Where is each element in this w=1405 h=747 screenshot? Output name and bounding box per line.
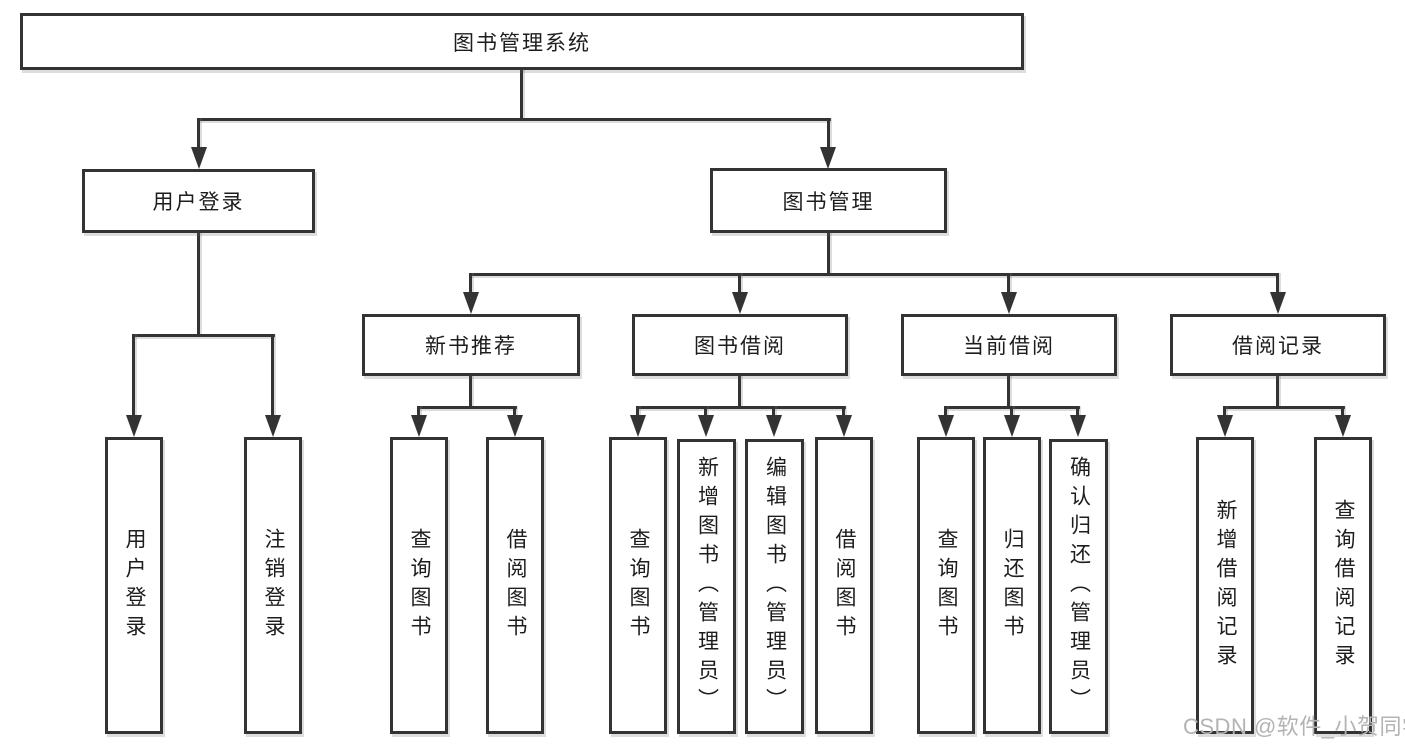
arrowhead-down-icon — [463, 292, 479, 314]
leaf-newbook-borrow-books: 借阅图书 — [486, 437, 544, 734]
arrowhead-down-icon — [126, 415, 142, 437]
arrowhead-down-icon — [938, 415, 954, 437]
arrowhead-down-icon — [1004, 415, 1020, 437]
arrowhead-down-icon — [1335, 415, 1351, 437]
connector-leaf-line — [944, 406, 947, 418]
node-user-login: 用户登录 — [82, 169, 315, 233]
leaf-borrow-add-books-admin: 新增图书（管理员） — [677, 439, 736, 734]
connector-level2-bar — [197, 118, 831, 121]
node-book-management: 图书管理 — [710, 168, 947, 233]
connector-to-leaf-logout — [271, 334, 274, 417]
connector-leaf-line — [1341, 406, 1344, 418]
arrowhead-down-icon — [1070, 415, 1086, 437]
arrowhead-down-icon — [698, 415, 714, 437]
leaf-logout: 注销登录 — [244, 437, 302, 734]
connector-to-new-book-recommend — [469, 273, 472, 294]
connector-borrow-leaf-bar — [636, 406, 846, 409]
leaf-current-return-books: 归还图书 — [983, 437, 1041, 734]
node-new-book-recommend: 新书推荐 — [362, 314, 580, 376]
arrowhead-down-icon — [732, 292, 748, 314]
connector-new-book-recommend-stem — [469, 376, 472, 409]
connector-borrow-records-stem — [1276, 376, 1279, 409]
leaf-newbook-query-books: 查询图书 — [390, 437, 448, 734]
arrowhead-down-icon — [411, 415, 427, 437]
leaf-records-add-record: 新增借阅记录 — [1196, 437, 1254, 734]
connector-newbook-leaf-bar — [417, 406, 517, 409]
connector-to-current-borrow — [1007, 273, 1010, 294]
connector-level3-bar — [469, 273, 1279, 276]
leaf-borrow-query-books: 查询图书 — [609, 437, 667, 734]
node-book-borrow: 图书借阅 — [632, 314, 848, 376]
arrowhead-down-icon — [766, 415, 782, 437]
connector-leaf-line — [842, 406, 845, 418]
leaf-current-confirm-return-admin: 确认归还（管理员） — [1049, 439, 1108, 734]
csdn-watermark: CSDN @软件_小贺同学 — [1183, 714, 1405, 739]
arrowhead-down-icon — [836, 415, 852, 437]
leaf-borrow-edit-books-admin: 编辑图书（管理员） — [745, 439, 804, 734]
connector-leaf-line — [1076, 406, 1079, 418]
connector-current-borrow-stem — [1007, 376, 1010, 409]
connector-leaf-line — [636, 406, 639, 418]
connector-to-borrow-records — [1276, 273, 1279, 294]
connector-to-book-borrow — [738, 273, 741, 294]
leaf-borrow-borrow-books: 借阅图书 — [815, 437, 873, 734]
connector-to-user-login — [197, 118, 200, 149]
node-library-management-system: 图书管理系统 — [20, 13, 1024, 70]
arrowhead-down-icon — [265, 415, 281, 437]
connector-leaf-line — [1223, 406, 1226, 418]
node-current-borrow: 当前借阅 — [901, 314, 1117, 376]
leaf-user-login: 用户登录 — [105, 437, 163, 734]
node-borrow-records: 借阅记录 — [1170, 314, 1386, 376]
arrowhead-down-icon — [820, 147, 836, 169]
connector-book-management-stem — [827, 233, 830, 276]
connector-to-leaf-user-login — [132, 334, 135, 417]
connector-to-book-management — [827, 118, 830, 149]
connector-book-borrow-stem — [738, 376, 741, 409]
connector-leaf-line — [417, 406, 420, 418]
connector-leaf-line — [704, 406, 707, 418]
leaf-current-query-books: 查询图书 — [917, 437, 975, 734]
connector-user-login-bar — [132, 334, 275, 337]
arrowhead-down-icon — [507, 415, 523, 437]
connector-records-leaf-bar — [1223, 406, 1345, 409]
arrowhead-down-icon — [1001, 292, 1017, 314]
connector-root-stem — [520, 70, 523, 121]
leaf-records-query-record: 查询借阅记录 — [1314, 437, 1372, 734]
arrowhead-down-icon — [1270, 292, 1286, 314]
connector-user-login-stem — [197, 233, 200, 337]
arrowhead-down-icon — [630, 415, 646, 437]
arrowhead-down-icon — [1217, 415, 1233, 437]
arrowhead-down-icon — [191, 147, 207, 169]
connector-leaf-line — [513, 406, 516, 418]
connector-leaf-line — [1010, 406, 1013, 418]
connector-leaf-line — [772, 406, 775, 418]
